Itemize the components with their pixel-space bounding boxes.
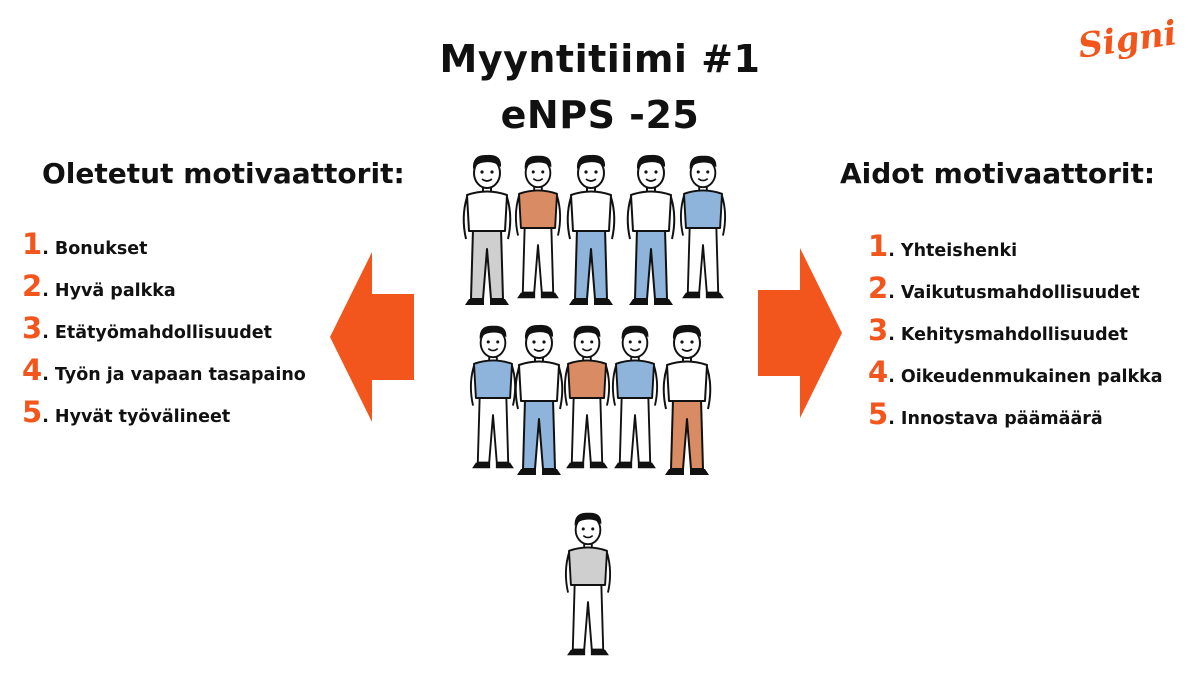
item-text: . Bonukset — [42, 239, 148, 259]
item-number: 3 — [868, 313, 889, 347]
list-item: 4. Oikeudenmukainen palkka — [868, 354, 1163, 396]
item-text: . Innostava päämäärä — [888, 409, 1103, 429]
person-icon — [563, 324, 611, 470]
enps-score: eNPS -25 — [500, 93, 700, 137]
item-number: 5 — [22, 395, 43, 429]
list-item: 2. Hyvä palkka — [22, 268, 306, 310]
item-text: . Työn ja vapaan tasapaino — [42, 365, 306, 385]
item-text: . Etätyömahdollisuudet — [42, 323, 272, 343]
list-item: 4. Työn ja vapaan tasapaino — [22, 352, 306, 394]
left-arrow-icon — [330, 252, 414, 422]
person-icon — [462, 153, 512, 306]
slide-title: Myyntitiimi #1 — [439, 37, 761, 81]
item-number: 2 — [868, 271, 889, 305]
item-text: . Kehitysmahdollisuudet — [888, 325, 1128, 345]
item-number: 4 — [868, 355, 889, 389]
person-icon — [611, 324, 659, 470]
person-icon — [662, 323, 712, 476]
person-icon — [566, 153, 616, 306]
assumed-motivators-list: 1. Bonukset 2. Hyvä palkka 3. Etätyömahd… — [22, 226, 306, 436]
item-number: 5 — [868, 397, 889, 431]
item-text: . Hyvät työvälineet — [42, 407, 231, 427]
team-illustration — [462, 153, 727, 657]
item-text: . Yhteishenki — [888, 241, 1018, 261]
item-number: 1 — [868, 229, 889, 263]
list-item: 2. Vaikutusmahdollisuudet — [868, 270, 1163, 312]
person-icon — [679, 154, 727, 300]
assumed-motivators-heading: Oletetut motivaattorit: — [42, 157, 405, 190]
person-icon — [514, 154, 562, 300]
list-item: 5. Hyvät työvälineet — [22, 394, 306, 436]
list-item: 3. Etätyömahdollisuudet — [22, 310, 306, 352]
person-icon — [514, 323, 564, 476]
item-number: 2 — [22, 269, 43, 303]
person-icon — [564, 511, 612, 657]
item-number: 4 — [22, 353, 43, 387]
list-item: 5. Innostava päämäärä — [868, 396, 1163, 438]
list-item: 1. Bonukset — [22, 226, 306, 268]
item-text: . Vaikutusmahdollisuudet — [888, 283, 1140, 303]
list-item: 3. Kehitysmahdollisuudet — [868, 312, 1163, 354]
right-arrow-icon — [758, 248, 842, 418]
item-number: 1 — [22, 227, 43, 261]
person-icon — [469, 324, 517, 470]
list-item: 1. Yhteishenki — [868, 228, 1163, 270]
real-motivators-list: 1. Yhteishenki 2. Vaikutusmahdollisuudet… — [868, 228, 1163, 438]
item-number: 3 — [22, 311, 43, 345]
item-text: . Hyvä palkka — [42, 281, 176, 301]
person-icon — [626, 153, 676, 306]
item-text: . Oikeudenmukainen palkka — [888, 367, 1163, 387]
real-motivators-heading: Aidot motivaattorit: — [840, 157, 1156, 190]
